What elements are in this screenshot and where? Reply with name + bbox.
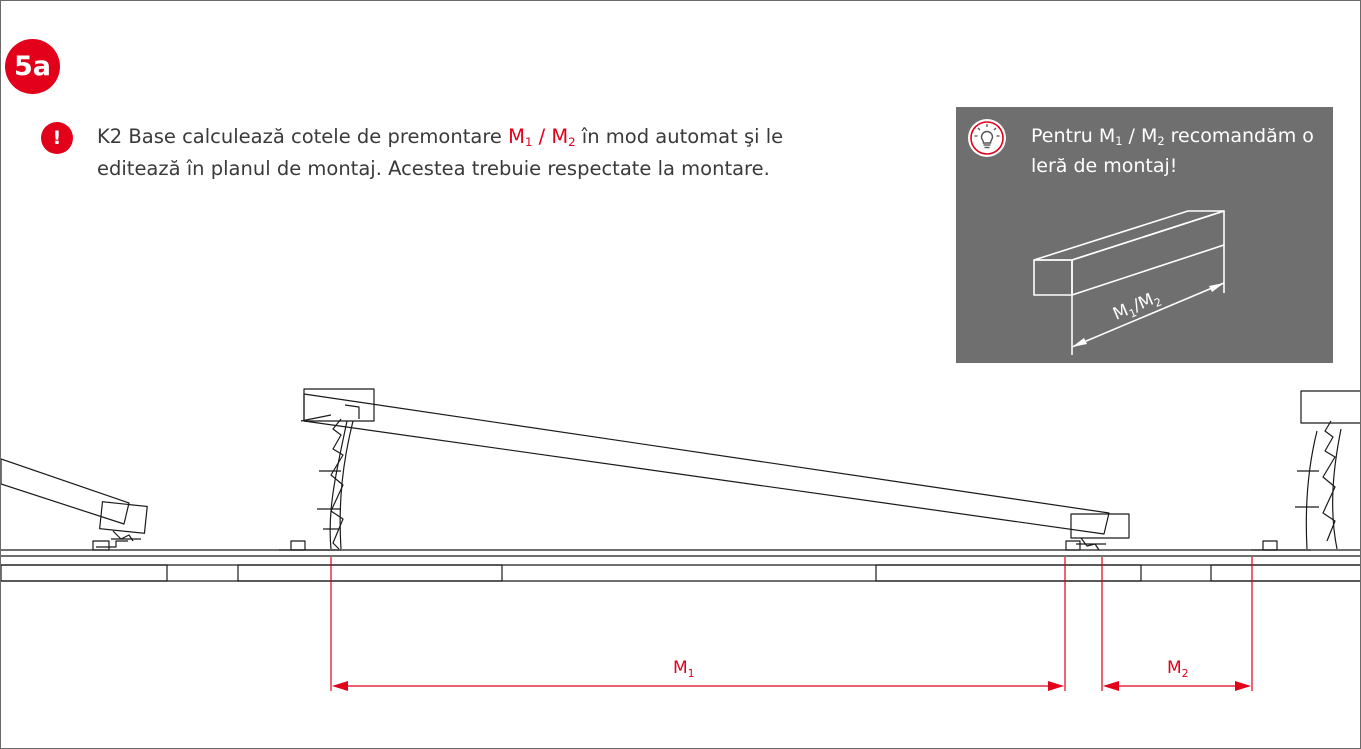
main-solar-panel: [303, 388, 1130, 551]
instruction-part-2: în mod automat şi le editează în planul …: [97, 125, 784, 180]
m2-label-sub: 2: [1182, 667, 1189, 680]
tip-m2-subscript: 2: [1157, 133, 1165, 148]
gauge-arrow-right: [1209, 283, 1224, 292]
tip-part-1: Pentru M: [1031, 125, 1116, 147]
left-support-leg: [279, 404, 360, 551]
m1-label-sub: 1: [688, 667, 695, 680]
instruction-m1: M1: [508, 125, 532, 148]
m2-dimension-label: M2: [1167, 658, 1189, 680]
m2-arrow-left: [1103, 681, 1119, 691]
lightbulb-icon: [968, 119, 1006, 157]
instruction-text: K2 Base calculează cotele de premontare …: [97, 121, 817, 185]
instruction-m2: M2: [551, 125, 575, 148]
tip-m1-subscript: 1: [1115, 133, 1123, 148]
m2-label-letter: M: [1167, 658, 1182, 678]
gauge-dimension-line: [1071, 282, 1225, 348]
exclamation-icon: !: [41, 122, 73, 154]
tip-part-2: recoman­dăm o leră de montaj!: [1031, 125, 1314, 177]
left-partial-panel: [1, 458, 148, 551]
rail-segments: [1, 564, 1360, 582]
m2-letter: M: [551, 125, 569, 148]
m1-dimension-label: M1: [673, 658, 695, 680]
m1-subscript: 1: [524, 134, 533, 149]
m1-label-letter: M: [673, 658, 688, 678]
tip-text: Pentru M1 / M2 recoman­dăm o leră de mon…: [1031, 121, 1326, 181]
m1-arrow-right: [1048, 681, 1064, 691]
m1-arrow-left: [332, 681, 348, 691]
instruction-slash: /: [532, 125, 552, 148]
gauge-label-m1: M: [1110, 300, 1131, 324]
tip-box: Pentru M1 / M2 recoman­dăm o leră de mon…: [956, 107, 1333, 363]
step-badge: 5a: [5, 39, 60, 94]
gauge-label-sub1: 1: [1127, 306, 1139, 321]
gauge-label-sub2: 2: [1152, 295, 1164, 310]
tip-slash: / M: [1122, 125, 1158, 147]
m2-arrow-right: [1235, 681, 1251, 691]
m1-letter: M: [508, 125, 525, 148]
gauge-arrow-left: [1072, 338, 1087, 347]
m2-subscript: 2: [568, 134, 576, 149]
gauge-block-illustration: M1/M2: [1033, 210, 1225, 355]
instruction-part-1: K2 Base calculează cotele de premontare: [97, 125, 509, 148]
right-partial-support: [1251, 390, 1360, 551]
